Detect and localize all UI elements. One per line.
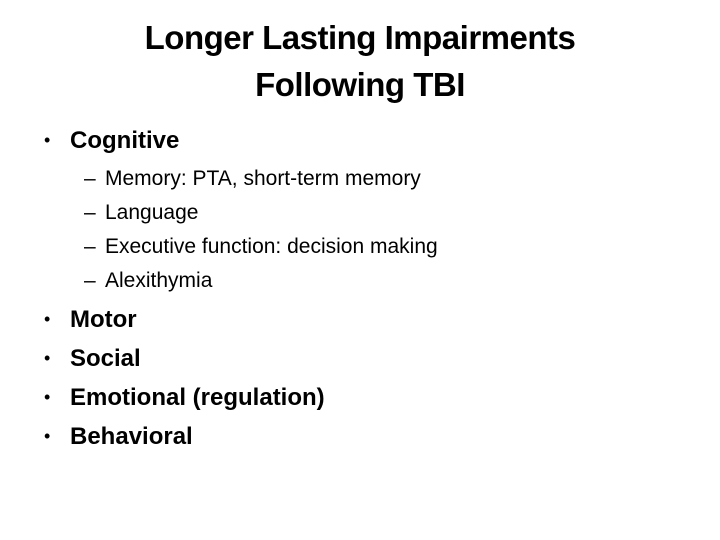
slide-title-line1: Longer Lasting Impairments bbox=[144, 19, 576, 56]
sub-bullet-item-alexithymia: –Alexithymia bbox=[0, 269, 212, 292]
bullet-label: Cognitive bbox=[70, 127, 180, 154]
bullet-dot-icon: • bbox=[44, 309, 51, 329]
bullet-item-social: • Social bbox=[0, 345, 141, 372]
bullet-item-emotional: • Emotional (regulation) bbox=[0, 384, 325, 411]
bullet-item-motor: • Motor bbox=[0, 306, 137, 333]
slide-title-line2: Following TBI bbox=[255, 66, 465, 103]
sub-bullet-label: Executive function: decision making bbox=[105, 235, 438, 258]
bullet-dot-icon: • bbox=[44, 387, 51, 407]
sub-bullet-label: Language bbox=[105, 201, 199, 224]
dash-bullet-icon: – bbox=[84, 167, 96, 190]
bullet-label: Behavioral bbox=[70, 423, 193, 450]
sub-bullet-item-executive-function: –Executive function: decision making bbox=[0, 235, 438, 258]
bullet-item-cognitive: • Cognitive bbox=[0, 127, 180, 154]
bullet-dot-icon: • bbox=[44, 130, 51, 150]
sub-bullet-label: Alexithymia bbox=[105, 269, 213, 292]
dash-bullet-icon: – bbox=[84, 269, 96, 292]
bullet-dot-icon: • bbox=[44, 348, 51, 368]
sub-bullet-label: Memory: PTA, short-term memory bbox=[105, 167, 421, 190]
bullet-label: Motor bbox=[70, 306, 137, 333]
bullet-item-behavioral: • Behavioral bbox=[0, 423, 193, 450]
bullet-dot-icon: • bbox=[44, 426, 51, 446]
bullet-label: Social bbox=[70, 345, 141, 372]
sub-bullet-item-language: –Language bbox=[0, 201, 198, 224]
sub-bullet-item-memory: –Memory: PTA, short-term memory bbox=[0, 167, 421, 190]
dash-bullet-icon: – bbox=[84, 235, 96, 258]
bullet-label: Emotional (regulation) bbox=[70, 384, 325, 411]
slide-title: Longer Lasting Impairments Following TBI bbox=[0, 14, 720, 108]
dash-bullet-icon: – bbox=[84, 201, 96, 224]
